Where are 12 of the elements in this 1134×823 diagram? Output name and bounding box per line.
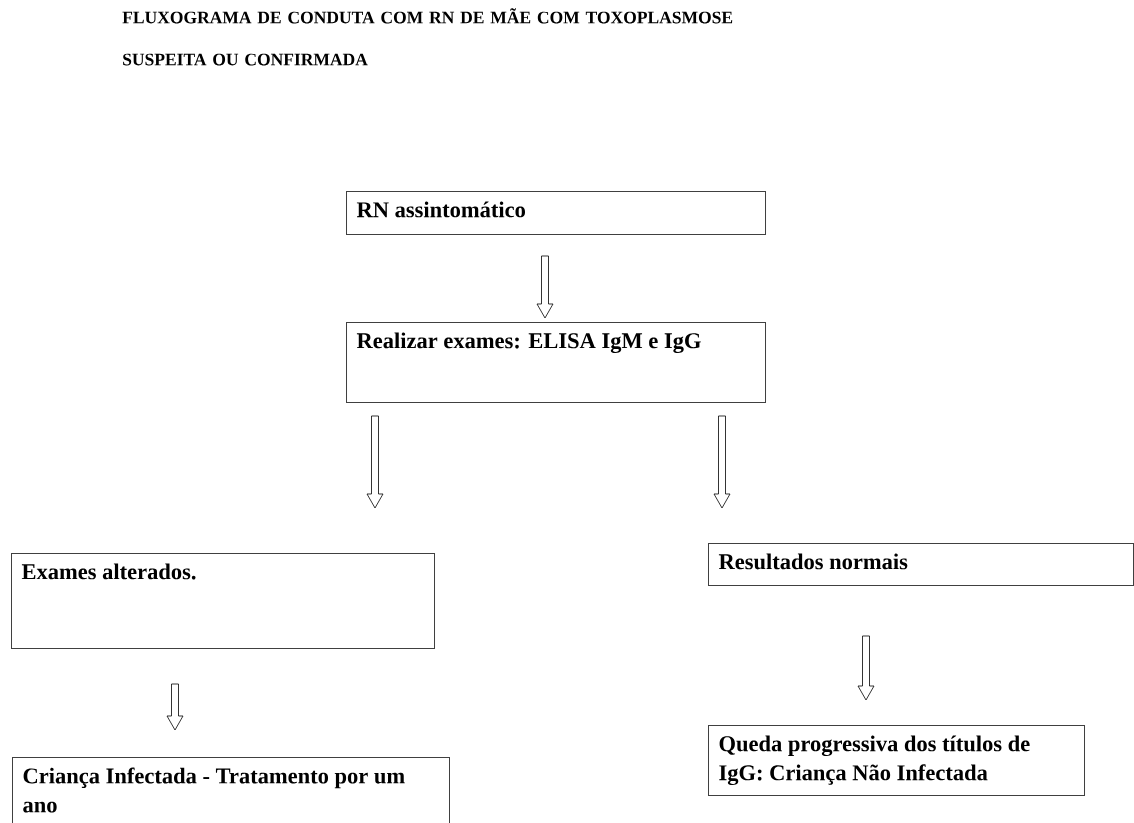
arrow bbox=[166, 683, 184, 731]
arrow bbox=[857, 635, 875, 701]
process-box: Exames alterados. bbox=[11, 553, 435, 649]
process-box: Criança Infectada - Tratamento por um ano bbox=[12, 757, 450, 823]
process-box: Realizar exames: ELISA IgM e IgG bbox=[346, 322, 766, 403]
process-box: RN assintomático bbox=[346, 191, 766, 235]
arrow bbox=[366, 415, 384, 509]
arrow bbox=[536, 255, 554, 319]
arrow bbox=[713, 415, 731, 509]
process-box: Resultados normais bbox=[708, 543, 1134, 586]
title: FLUXOGRAMA DE CONDUTA COM RN DE MÃE COM TOXOPLASMOSE SUSPEITA OU CONFIRMADA bbox=[122, 8, 733, 66]
process-box: Queda progressiva dos títulos de IgG: Criança Não Infectada bbox=[708, 725, 1085, 796]
